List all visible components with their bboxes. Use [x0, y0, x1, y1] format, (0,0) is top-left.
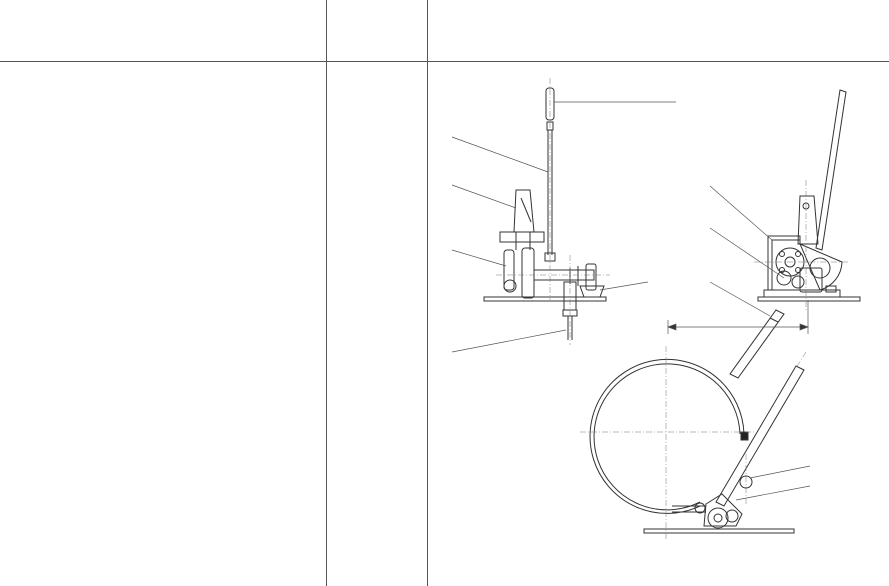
front-centerlines [496, 78, 610, 345]
front-view [451, 78, 676, 353]
bend-body [703, 493, 743, 527]
bend-pipe-coil-outer [589, 358, 745, 514]
leader-roller-side [709, 227, 785, 279]
front-axle-hub [585, 263, 597, 291]
leader-bracket [451, 184, 517, 209]
bend-centerlines [580, 346, 807, 540]
side-wheel [799, 243, 843, 291]
bend-pipe-coil-inner [593, 363, 741, 511]
front-bracket-lever [520, 197, 532, 223]
side-roller-2 [791, 275, 805, 289]
side-lever [815, 89, 847, 251]
leader-pivot [749, 465, 811, 479]
side-centerlines [754, 180, 850, 310]
bend-lever [715, 365, 805, 507]
front-roller-hub [503, 279, 517, 293]
bend-leaders [735, 465, 811, 501]
leader-foot [599, 281, 649, 291]
front-roller-main [521, 247, 535, 299]
side-pipe [729, 309, 785, 379]
bend-pipe-joint [740, 431, 749, 441]
front-foot [579, 285, 605, 298]
pipe-bending-view [580, 346, 811, 540]
leader-pipe [709, 281, 771, 317]
side-roller-1 [776, 270, 792, 286]
leader-body [735, 485, 811, 501]
front-leaders [451, 101, 676, 353]
bend-base-plate [643, 528, 795, 534]
side-leaders [709, 185, 785, 317]
bend-hub [725, 509, 739, 523]
front-bracket-plate [499, 231, 545, 243]
side-dimension [667, 300, 809, 334]
front-lever-clamp [544, 252, 556, 262]
side-view [667, 89, 861, 379]
front-roller-left [503, 249, 515, 291]
leader-pin [451, 329, 567, 353]
side-footing [763, 289, 841, 298]
side-base-plate [757, 296, 861, 302]
leader-housing [709, 185, 773, 241]
leader-roller [451, 249, 507, 267]
side-upright [797, 195, 819, 245]
leader-shaft [451, 136, 549, 173]
bend-wheel [707, 507, 729, 529]
front-bracket [513, 189, 535, 233]
bend-clamp [694, 502, 706, 514]
side-block [799, 267, 823, 293]
front-base-plate [483, 296, 607, 302]
